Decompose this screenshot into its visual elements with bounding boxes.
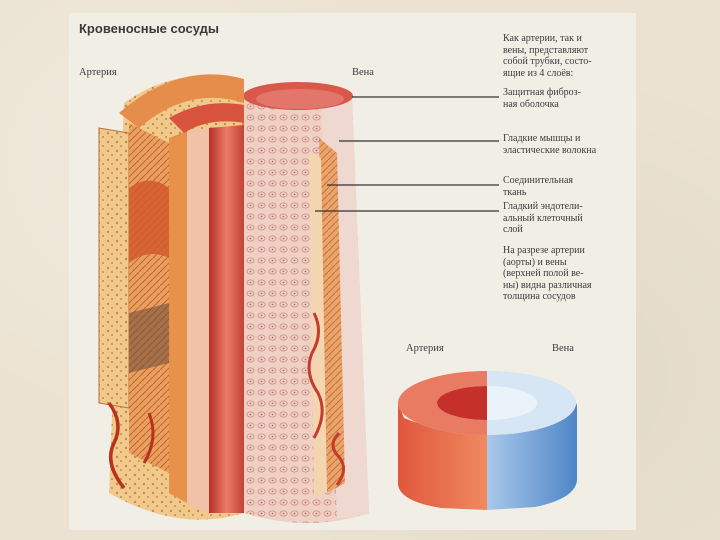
diagram-title: Кровеносные сосуды [79, 21, 220, 36]
vessel-diagram: Кровеносные сосуды Артерия Вена Как арте… [69, 13, 636, 530]
layer-label-connective: Соединительная ткань [503, 175, 573, 198]
cross-section-ring [398, 371, 577, 510]
layer-label-fibrous: Защитная фиброз- ная оболочка [503, 87, 581, 110]
layer-label-endothelium: Гладкий эндотели- альный клеточный слой [503, 201, 583, 235]
artery-tube [98, 74, 244, 520]
section-note: На разрезе артерии (аорты) и вены (верхн… [503, 245, 592, 302]
leader-lines [315, 96, 499, 212]
artery-label: Артерия [79, 67, 117, 78]
layer-label-muscle: Гладкие мышцы и эластические волокна [503, 133, 597, 156]
vein-tube [243, 82, 369, 524]
vessel-illustration [98, 74, 577, 524]
vein-ring-label: Вена [552, 343, 574, 354]
artery-ring-label: Артерия [406, 343, 444, 354]
vein-label: Вена [352, 67, 374, 78]
intro-text: Как артерии, так и вены, представляют со… [503, 33, 592, 79]
